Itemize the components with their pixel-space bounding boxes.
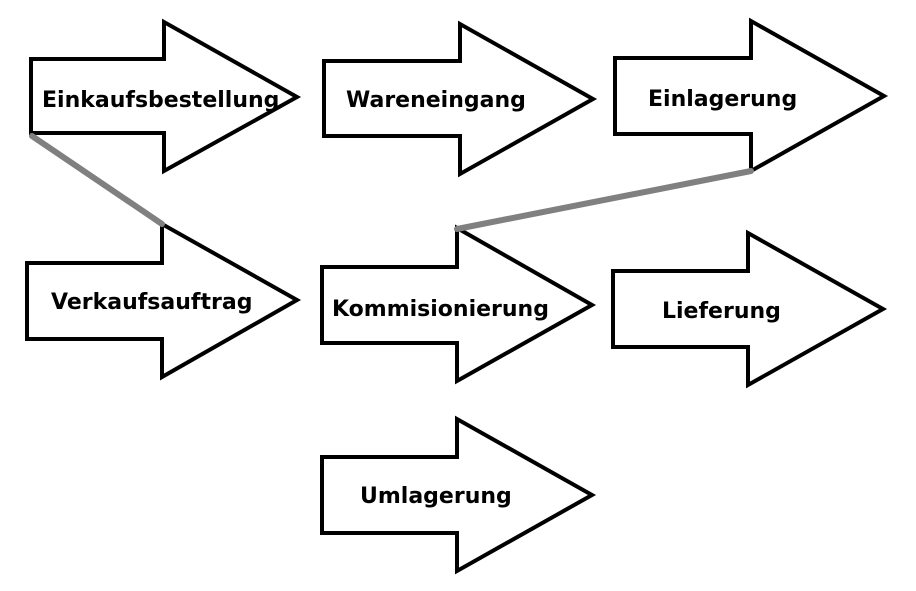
arrow-lieferung-label: Lieferung bbox=[662, 299, 781, 324]
arrow-lieferung: Lieferung bbox=[611, 229, 888, 389]
arrow-einlagerung: Einlagerung bbox=[613, 17, 889, 175]
arrow-verkaufsauftrag-shape bbox=[25, 220, 302, 381]
arrow-verkaufsauftrag: Verkaufsauftrag bbox=[25, 220, 302, 381]
arrow-verkaufsauftrag-label: Verkaufsauftrag bbox=[51, 290, 252, 315]
arrow-kommisionierung: Kommisionierung bbox=[320, 224, 597, 385]
arrow-umlagerung-label: Umlagerung bbox=[360, 484, 512, 509]
arrow-wareneingang-shape bbox=[322, 20, 598, 178]
connector-einkaufsbestellung-verkaufsauftrag bbox=[29, 133, 165, 227]
arrow-kommisionierung-shape bbox=[320, 224, 597, 385]
arrow-einkaufsbestellung: Einkaufsbestellung bbox=[29, 18, 302, 175]
arrow-umlagerung: Umlagerung bbox=[320, 415, 597, 575]
arrow-kommisionierung-label: Kommisionierung bbox=[332, 297, 549, 322]
arrow-einkaufsbestellung-shape bbox=[29, 18, 302, 175]
arrow-wareneingang: Wareneingang bbox=[322, 20, 598, 178]
arrow-einlagerung-label: Einlagerung bbox=[648, 87, 797, 112]
arrow-einlagerung-shape bbox=[613, 17, 889, 175]
arrow-wareneingang-label: Wareneingang bbox=[346, 88, 526, 113]
arrow-einkaufsbestellung-label: Einkaufsbestellung bbox=[42, 88, 279, 113]
arrow-umlagerung-shape bbox=[320, 415, 597, 575]
arrow-lieferung-shape bbox=[611, 229, 888, 389]
connector-einlagerung-kommisionierung bbox=[454, 168, 754, 232]
